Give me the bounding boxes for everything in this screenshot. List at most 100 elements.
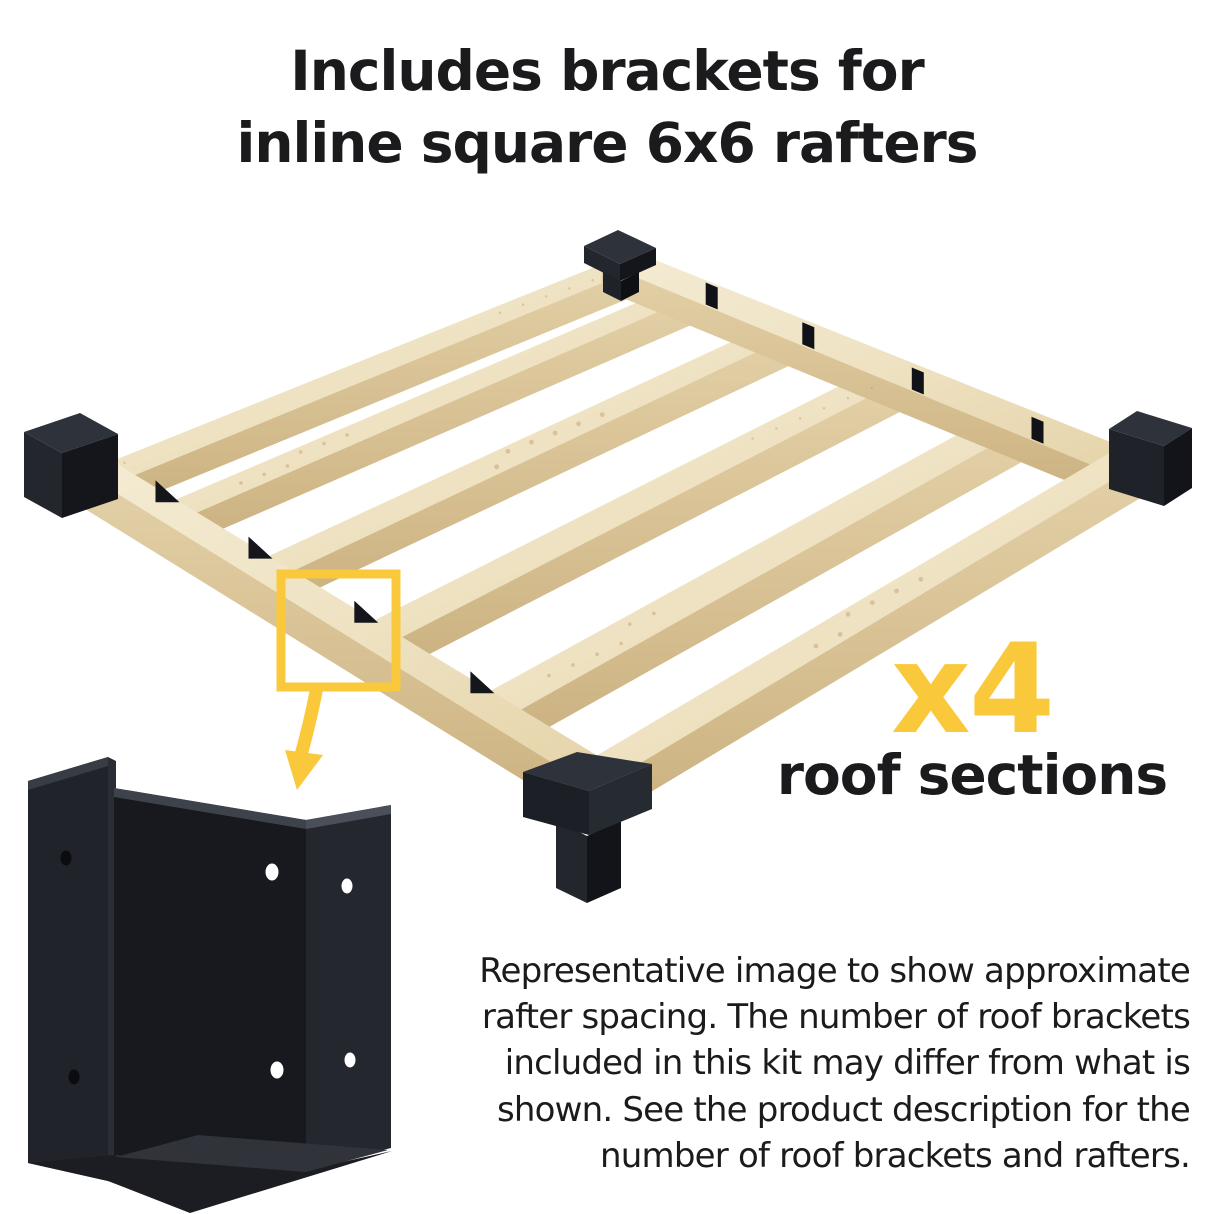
corner-bracket-icon (589, 764, 652, 835)
wood-speck (521, 303, 525, 306)
wood-speck (552, 430, 558, 436)
wood-speck (595, 652, 599, 656)
wood-speck (652, 611, 656, 616)
wood-speck (505, 448, 511, 454)
wood-speck (869, 600, 875, 606)
bracket-left-face (28, 757, 108, 1181)
wood-speck (628, 622, 632, 626)
bracket-screw-hole (341, 878, 353, 894)
bracket-detail-illustration (28, 757, 392, 1213)
wood-speck (529, 439, 534, 445)
disclaimer-line: Representative image to show approximate (479, 951, 1191, 991)
wood-speck (545, 295, 548, 298)
quantity-multiplier: x4 (890, 618, 1055, 762)
rafter-4-top (479, 414, 1026, 716)
corner-bracket-icon (24, 432, 62, 518)
wood-speck (322, 441, 326, 446)
wood-speck (285, 464, 290, 468)
bracket-screw-hole (68, 1069, 80, 1085)
wood-speck (494, 464, 500, 470)
highlight-box (276, 569, 401, 692)
wood-speck (845, 611, 851, 617)
wood-speck (775, 427, 778, 430)
rafter-bracket-icon (802, 322, 815, 350)
rafter-1-side (186, 292, 700, 545)
quantity-label: roof sections (776, 743, 1168, 807)
corner-bracket-icon (1109, 411, 1192, 446)
bracket-screw-hole (344, 1052, 356, 1068)
title-line2: inline square 6x6 rafters (236, 110, 978, 175)
disclaimer-line: included in this kit may differ from wha… (504, 1043, 1191, 1084)
bracket-screw-hole (270, 1061, 284, 1079)
corner-bracket-icon (584, 246, 620, 281)
bracket-back-face (114, 788, 306, 1170)
corner-bracket-icon (620, 248, 656, 281)
title-line1: Includes brackets for (290, 39, 924, 103)
wood-speck (576, 421, 581, 427)
wood-speck (918, 576, 924, 582)
callout-arrow-head (285, 750, 323, 790)
rafter-4-side (510, 425, 1026, 749)
wood-speck (498, 311, 502, 314)
bracket-back-top-edge (114, 788, 306, 829)
rafter-bracket-icon (1031, 416, 1044, 444)
wood-speck (599, 412, 605, 417)
bracket-floor (116, 1135, 388, 1172)
bracket-bottom-lip (28, 1151, 392, 1213)
rafter-3-side (391, 376, 906, 674)
corner-bracket-icon (24, 413, 118, 453)
wood-speck (262, 472, 267, 477)
wood-speck (837, 632, 843, 637)
page-title: Includes brackets for inline square 6x6 … (0, 36, 1214, 179)
disclaimer-line: shown. See the product description for t… (496, 1089, 1191, 1130)
wood-speck (894, 588, 899, 594)
wood-speck (123, 461, 126, 464)
wood-speck (571, 663, 575, 667)
disclaimer-text: Representative image to show approximate… (410, 948, 1191, 1179)
corner-bracket-icon (62, 434, 118, 518)
nw-perimeter-beam-top (85, 252, 656, 487)
quantity-callout: x4 roof sections (752, 628, 1192, 803)
wood-speck (846, 397, 850, 400)
wood-speck (591, 279, 594, 282)
wood-speck (239, 481, 243, 485)
ne-perimeter-beam-top (601, 250, 1150, 477)
sw-perimeter-beam-top (81, 460, 626, 790)
wood-speck (822, 407, 826, 410)
bracket-screw-hole (265, 863, 279, 881)
bracket-right-top-edge (306, 805, 391, 829)
rafter-bracket-icon (248, 536, 273, 559)
wood-speck (619, 641, 623, 646)
ne-perimeter-beam-side (601, 262, 1119, 503)
corner-bracket-icon (587, 820, 621, 903)
corner-bracket-icon (1164, 428, 1192, 506)
rafter-bracket-icon (155, 480, 180, 503)
rafter-bracket-icon (911, 367, 924, 395)
rafter-frame (24, 230, 1192, 903)
wood-speck (568, 287, 571, 290)
disclaimer-line: rafter spacing. The number of roof brack… (481, 997, 1191, 1038)
wood-speck (870, 386, 873, 390)
disclaimer-line: number of roof brackets and rafters. (600, 1135, 1191, 1176)
corner-bracket-icon (556, 820, 587, 903)
wood-speck (298, 450, 303, 454)
bracket-screw-hole (60, 850, 72, 866)
bracket-right-face (306, 805, 391, 1170)
corner-bracket-icon (1109, 429, 1164, 506)
callout-annotation (276, 569, 401, 790)
corner-bracket-icon (621, 272, 639, 301)
rafter-bracket-icon (354, 600, 379, 623)
rafter-2-side (282, 332, 797, 606)
rafter-1-top (164, 285, 700, 518)
rafter-2-top (257, 323, 797, 577)
se-perimeter-beam-side (597, 456, 1150, 824)
wood-speck (799, 417, 802, 420)
wood-speck (345, 433, 349, 437)
callout-arrow-shaft (294, 685, 323, 762)
corner-bracket-icon (523, 772, 589, 835)
corner-bracket-icon (523, 752, 652, 791)
nw-perimeter-beam-side (108, 260, 656, 513)
wood-speck (547, 673, 551, 678)
